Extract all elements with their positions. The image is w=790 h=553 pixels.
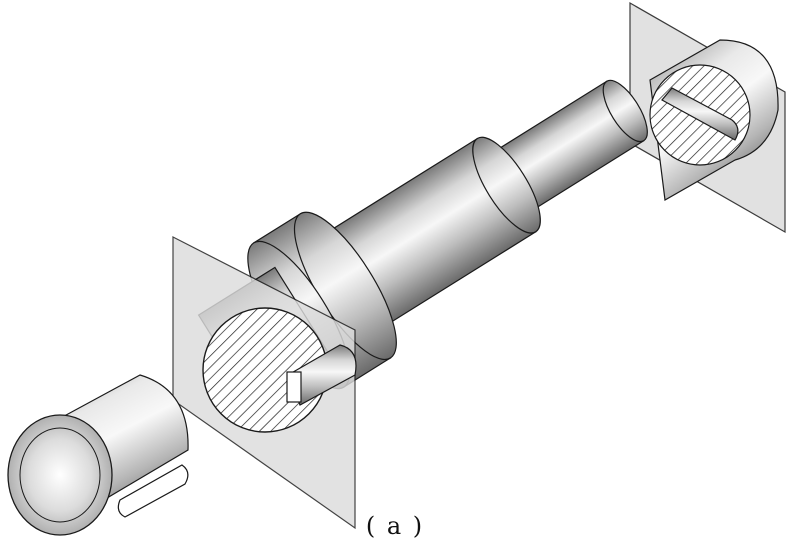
left-end-piece (7, 374, 189, 536)
left-cross-section (202, 307, 357, 433)
right-end-piece (649, 39, 779, 201)
figure-caption: ( a ) (365, 512, 425, 540)
